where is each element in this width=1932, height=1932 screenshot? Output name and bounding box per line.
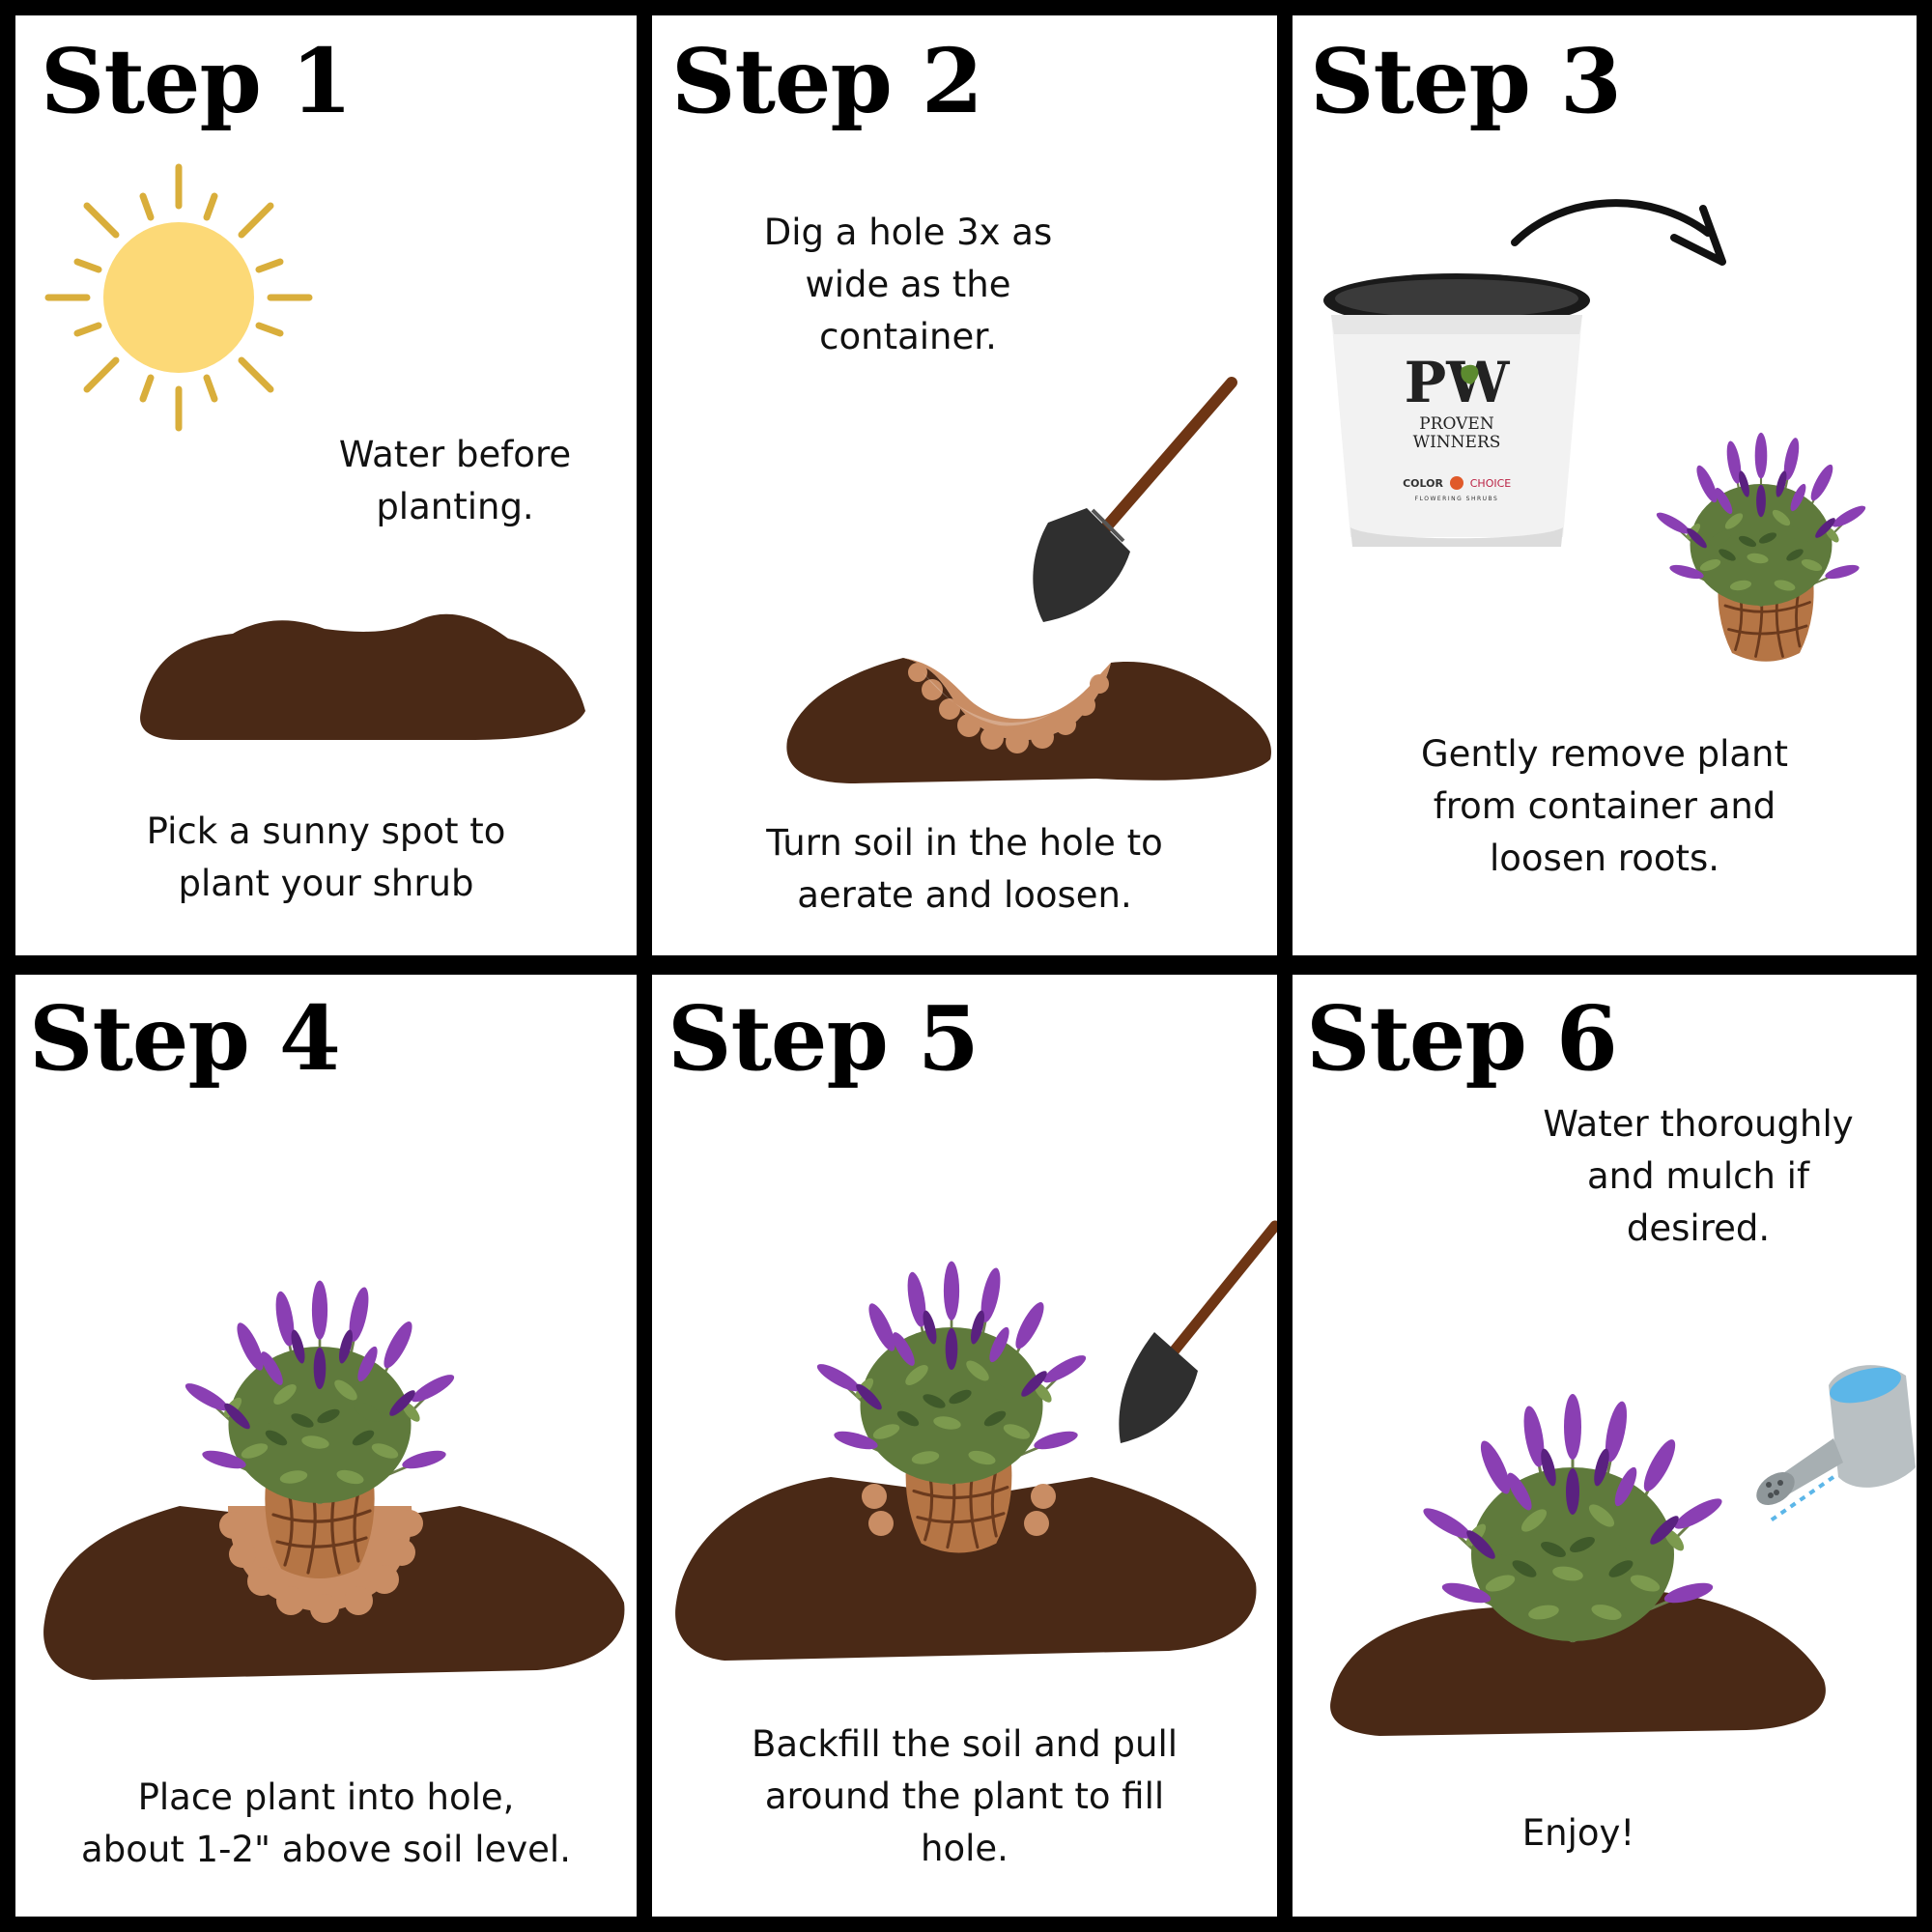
pot-color-label: COLOR: [1403, 477, 1443, 490]
step-2-caption: Turn soil in the hole to aerate and loos…: [766, 822, 1163, 916]
step-5-caption: Backfill the soil and pull around the pl…: [751, 1723, 1179, 1869]
step-2-top-caption: Dig a hole 3x as wide as the container.: [763, 212, 1053, 357]
backfilled-shrub-icon: [675, 1259, 1257, 1661]
pot-sub-label: FLOWERING SHRUBS: [1415, 496, 1499, 502]
step-3-caption: Gently remove plant from container and l…: [1421, 733, 1788, 879]
step-1-top-caption: Water before planting.: [338, 434, 572, 527]
sun-icon: [44, 163, 313, 432]
step-4-caption: Place plant into hole, about 1-2" above …: [81, 1776, 571, 1870]
step-6-top-caption: Water thoroughly and mulch if desired.: [1543, 1103, 1854, 1249]
watered-shrub-icon: [1330, 1392, 1826, 1736]
step-2-title: Step 2: [671, 29, 983, 133]
pot-brand-line2: WINNERS: [1413, 433, 1501, 452]
curved-arrow-icon: [1511, 199, 1726, 266]
pot-brand-line1: PROVEN: [1419, 414, 1494, 434]
step-5-title: Step 5: [668, 986, 980, 1091]
step-6-caption: Enjoy!: [1521, 1812, 1635, 1854]
soil-mound-with-hole-icon: [786, 658, 1271, 783]
pot-choice-label: CHOICE: [1470, 477, 1512, 490]
step-4-panel: Step 4 Place plant into hole, about 1-2"…: [15, 975, 637, 1917]
step-5-panel: Step 5 Backfill the soil and pull around…: [652, 975, 1277, 1917]
pot-icon: PW PROVEN WINNERS COLOR CHOICE FLOWERING…: [1323, 273, 1590, 547]
step-1-panel: Step 1 Water before planting. Pick a sun…: [15, 15, 637, 955]
step-1-title: Step 1: [41, 29, 353, 133]
step-1-caption: Pick a sunny spot to plant your shrub: [146, 810, 506, 904]
backfill-shovel-icon: [1119, 1220, 1277, 1443]
planted-shrub-icon: [43, 1278, 625, 1680]
shrub-with-rootball-icon: [1653, 431, 1869, 664]
step-6-panel: Step 6 Water thoroughly and mulch if des…: [1293, 975, 1917, 1917]
pot-logo: PW: [1405, 350, 1511, 415]
soil-mound-icon: [140, 613, 585, 740]
step-3-title: Step 3: [1310, 29, 1622, 133]
step-4-title: Step 4: [29, 986, 341, 1091]
shovel-icon: [1033, 377, 1237, 622]
step-3-panel: Step 3 PW PROVEN WINNERS COLOR CHOICE FL…: [1293, 15, 1917, 955]
step-6-title: Step 6: [1306, 986, 1618, 1091]
watering-can-icon: [1756, 1365, 1916, 1522]
step-2-panel: Step 2 Dig a hole 3x as wide as the cont…: [652, 15, 1277, 955]
